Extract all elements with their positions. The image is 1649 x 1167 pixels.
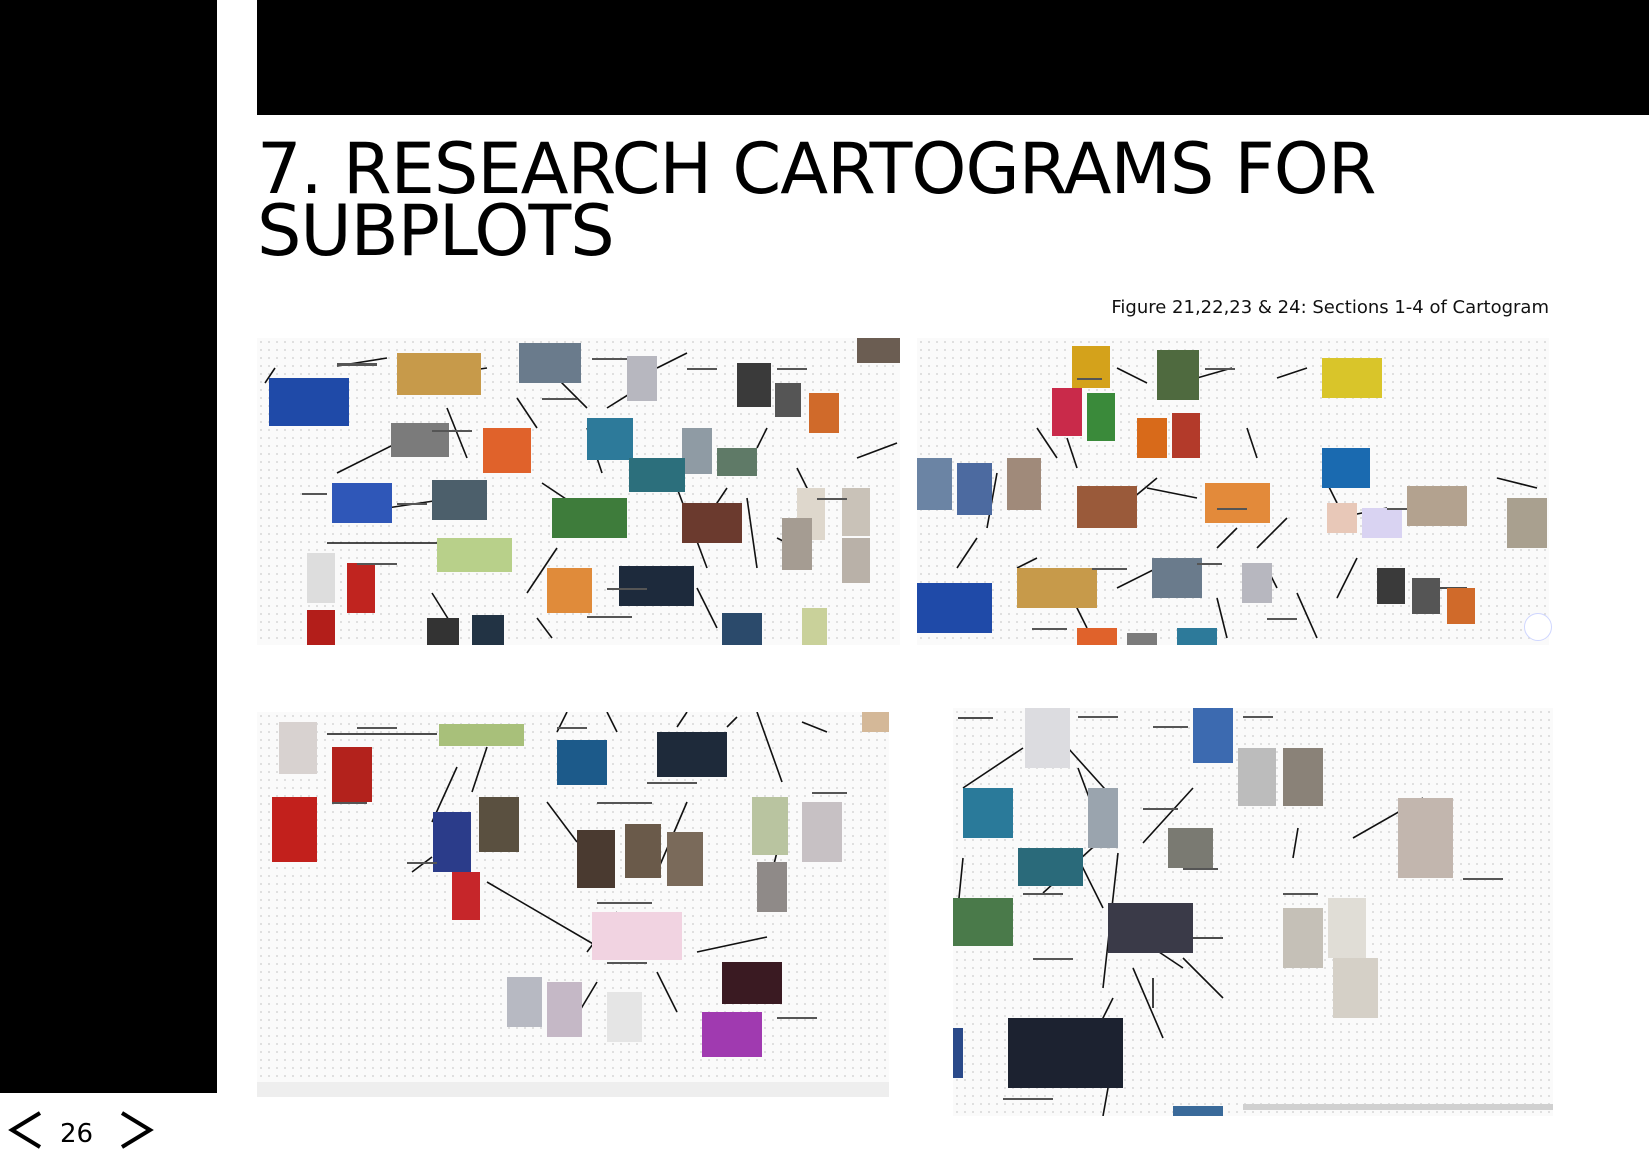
cartogram-section-4-canvas xyxy=(953,708,1553,1116)
chevron-left-icon xyxy=(6,1105,46,1155)
cartogram-section-2-canvas xyxy=(917,338,1549,645)
top-black-bar xyxy=(257,0,1649,115)
zoom-handle-icon[interactable] xyxy=(1524,613,1552,641)
cartogram-section-3-canvas xyxy=(257,712,889,1097)
page-navigation: 26 xyxy=(0,1105,170,1165)
page-number: 26 xyxy=(60,1119,93,1149)
cartogram-section-1-canvas xyxy=(257,338,900,645)
cartogram-section-2 xyxy=(917,338,1549,645)
figure-caption: Figure 21,22,23 & 24: Sections 1-4 of Ca… xyxy=(1111,297,1549,318)
chevron-right-icon xyxy=(116,1105,156,1155)
previous-page-button[interactable] xyxy=(6,1105,46,1159)
cartogram-section-3 xyxy=(257,712,889,1097)
next-page-button[interactable] xyxy=(116,1105,156,1159)
page-title: 7. RESEARCH CARTOGRAMS FOR SUBPLOTS xyxy=(257,138,1376,262)
left-black-bar xyxy=(0,0,217,1093)
cartogram-section-4 xyxy=(953,708,1553,1116)
cartogram-section-1 xyxy=(257,338,900,645)
